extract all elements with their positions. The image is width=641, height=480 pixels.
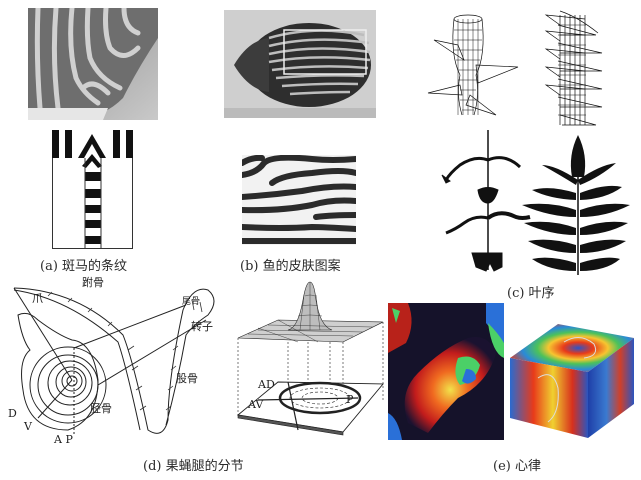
label-v: V (24, 420, 32, 433)
label-trochanter: 转子 (191, 320, 213, 333)
phyllotaxis-figure (427, 10, 630, 275)
label-av: AV (248, 398, 264, 411)
panel-a-diagram (52, 130, 133, 250)
label-ap: A P (54, 433, 73, 446)
label-tarsus: 跗骨 (82, 276, 104, 289)
plant-silhouette (441, 130, 531, 272)
spiral-wave-cube (510, 324, 634, 438)
label-ad: AD (258, 378, 275, 391)
zebra-stripe-model (52, 130, 133, 249)
caption-d: (d) 果蝇腿的分节 (143, 459, 244, 474)
fish-stripe-simulation (242, 155, 356, 245)
cardiac-activation-map (388, 303, 504, 440)
label-tibia: 胫骨 (90, 402, 112, 415)
label-d: D (8, 407, 17, 420)
caption-c: (c) 叶序 (507, 286, 555, 301)
panel-e-cube (508, 318, 636, 440)
label-claw: 爪 (32, 292, 43, 305)
label-tail-bone: 尾骨 (182, 297, 201, 307)
caption-a: (a) 斑马的条纹 (40, 259, 128, 274)
compound-leaf-silhouette (522, 135, 630, 275)
wireframe-spiral-1 (427, 14, 519, 116)
panel-b-model (242, 155, 356, 245)
caption-b: (b) 鱼的皮肤图案 (240, 259, 341, 274)
panel-c (420, 5, 630, 275)
panel-a (28, 8, 158, 120)
fish-photo (224, 10, 376, 118)
panel-b-photo (224, 10, 376, 118)
morphogen-gradient-surface (236, 281, 384, 436)
panel-e-map (388, 303, 504, 440)
wireframe-spiral-2 (544, 10, 603, 126)
label-p: P (346, 393, 354, 406)
caption-e: (e) 心律 (493, 459, 541, 474)
zebra-photo (28, 8, 158, 120)
fly-leg-diagram (13, 287, 215, 435)
panel-d-leg (8, 280, 223, 440)
panel-d-surface (228, 280, 388, 440)
label-femur: 股骨 (176, 372, 198, 385)
